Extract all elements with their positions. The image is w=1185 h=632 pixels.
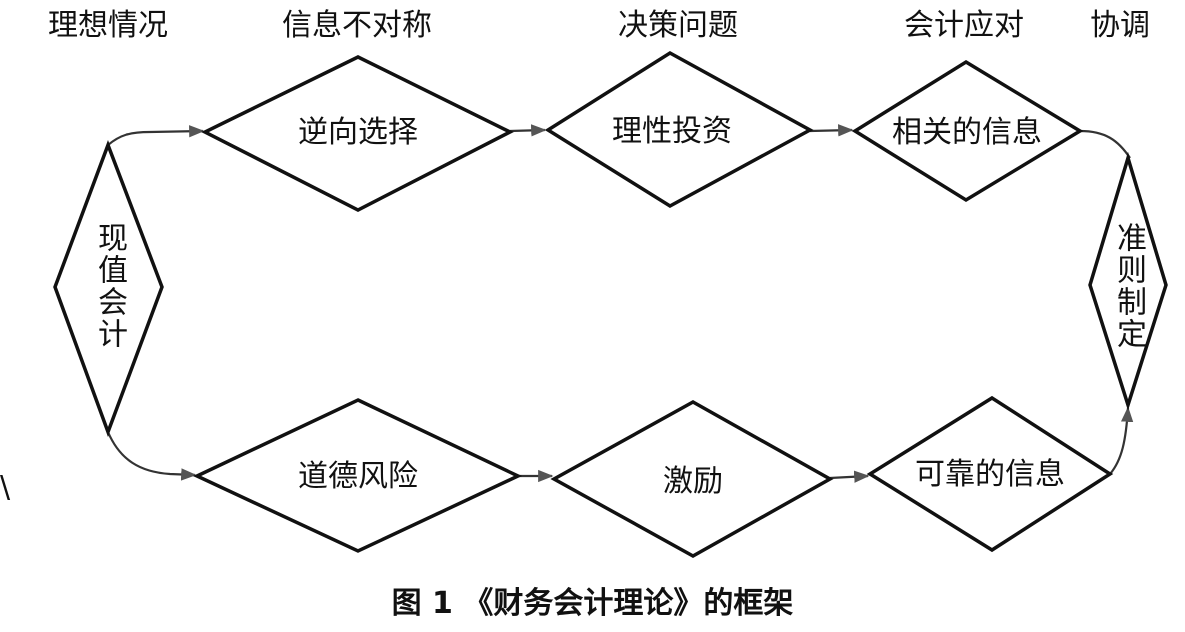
node-moral-hazard: 道德风险 xyxy=(298,459,418,494)
node-relevant-info: 相关的信息 xyxy=(892,115,1042,150)
framework-diagram: 逆向选择 理性投资 相关的信息 道德风险 激励 可靠的信息 xyxy=(53,50,1168,559)
diamond-relevant-info xyxy=(851,59,1084,203)
diamond-incentive xyxy=(550,399,834,559)
connector-relevant-to-standard xyxy=(1079,129,1131,159)
connector-pv-to-adverse xyxy=(107,125,205,146)
header-ideal: 理想情况 xyxy=(48,8,168,43)
node-reliable-info: 可靠的信息 xyxy=(915,457,1065,492)
connector-reliable-to-standard xyxy=(1109,406,1134,475)
diamond-reliable-info xyxy=(866,395,1114,553)
diamond-moral-hazard xyxy=(192,398,523,553)
diamond-present-value xyxy=(53,140,164,438)
node-rational-investment: 理性投资 xyxy=(612,114,732,149)
connector-incentive-to-reliable xyxy=(829,470,870,483)
header-accounting-response: 会计应对 xyxy=(904,8,1024,43)
stray-backslash-mark: \ xyxy=(0,470,11,505)
connector-adverse-to-rational xyxy=(509,124,547,137)
node-adverse-selection: 逆向选择 xyxy=(298,115,418,150)
header-info-asymmetry: 信息不对称 xyxy=(282,8,432,43)
figure-caption: 图 1 《财务会计理论》的框架 xyxy=(391,586,794,621)
connector-pv-to-moral xyxy=(106,431,197,481)
node-standard-setting: 准则制定 xyxy=(1111,222,1146,350)
diamond-rational-investment xyxy=(544,50,814,209)
connector-rational-to-relevant xyxy=(809,124,854,137)
header-decision: 决策问题 xyxy=(618,8,738,43)
diamond-adverse-selection xyxy=(201,55,514,212)
diamond-standard-setting xyxy=(1088,151,1168,411)
node-present-value: 现值会计 xyxy=(92,222,127,350)
header-coordination: 协调 xyxy=(1090,8,1150,43)
node-incentive: 激励 xyxy=(663,464,723,499)
